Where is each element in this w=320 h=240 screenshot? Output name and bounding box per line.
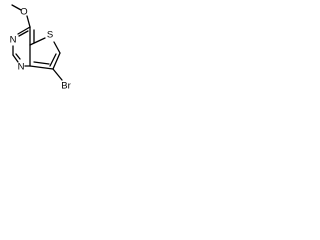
bond-c4-n3: [17, 26, 31, 35]
bond-methyl-oxygen: [11, 4, 22, 11]
atom-label-nitrogen-top: N: [10, 35, 17, 46]
bond-oxygen-c4: [26, 15, 31, 28]
bond-c2-c3-thiophene-inner: [49, 53, 57, 67]
atom-label-nitrogen-bottom: N: [18, 62, 25, 73]
bond-c2-c3-thiophene: [52, 52, 61, 70]
bond-c2-n1-inner: [15, 53, 21, 60]
bond-c2-n1: [12, 54, 19, 63]
bond-c7a-c3-inner: [33, 61, 50, 65]
bond-c3a-sulfur: [29, 37, 46, 46]
atom-label-sulfur: S: [47, 30, 53, 41]
atom-label-oxygen: O: [20, 7, 27, 18]
bond-c4-n3-inner: [18, 30, 29, 37]
bond-c3-c7a: [29, 65, 54, 70]
bond-c3-bromine: [52, 68, 63, 81]
bond-sulfur-c2: [53, 41, 61, 54]
atom-label-bromine: Br: [61, 81, 71, 92]
molecule-structure-diagram: O N N S Br: [10, 4, 71, 92]
